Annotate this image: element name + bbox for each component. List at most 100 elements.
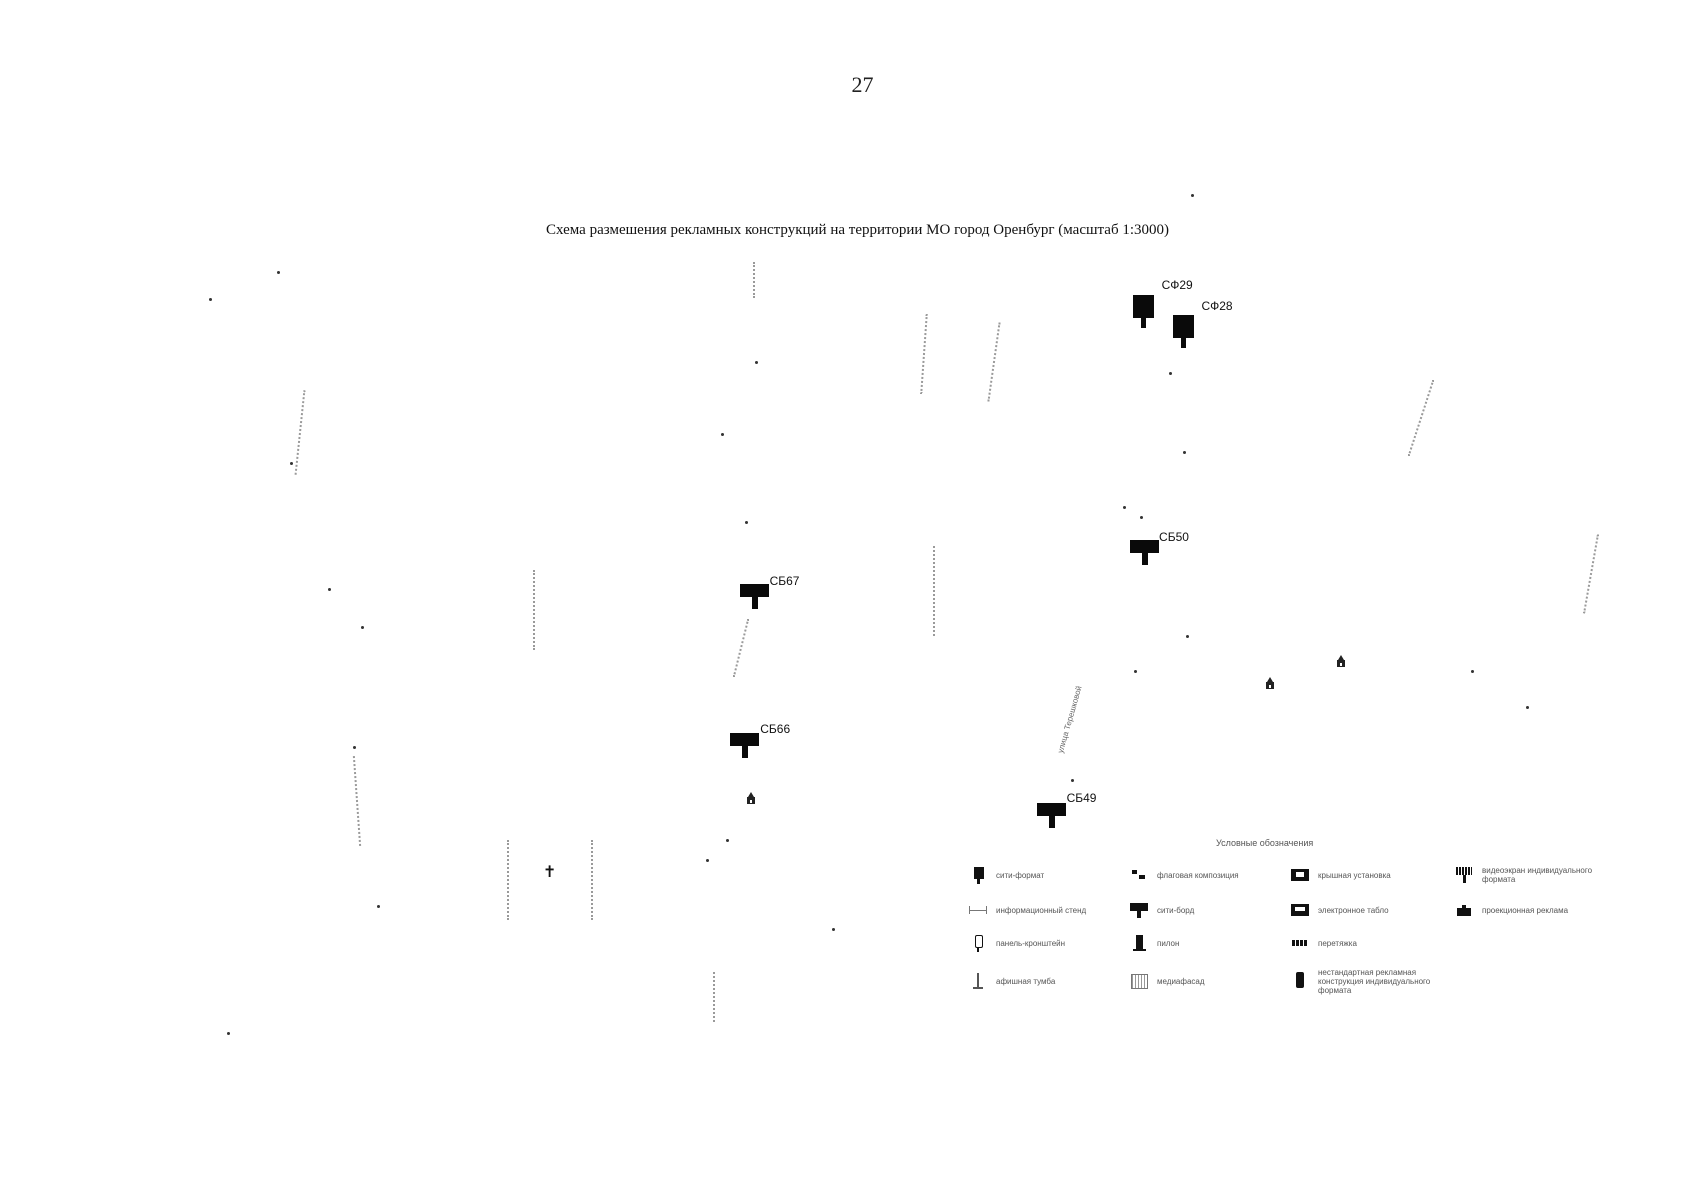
- legend-label: флаговая композиция: [1157, 870, 1239, 880]
- legend-label: нестандартная рекламная конструкция инди…: [1318, 967, 1431, 995]
- map-dot: [1525, 705, 1529, 709]
- marker-label-sf28: СФ28: [1201, 298, 1233, 313]
- map-dot: [1471, 669, 1475, 673]
- marker-label-sb67: СБ67: [769, 573, 800, 588]
- cemetery-boundary: [507, 840, 510, 920]
- legend-label: афишная тумба: [996, 976, 1056, 986]
- street-trace: [933, 546, 936, 636]
- map-dot: [755, 361, 759, 365]
- street-trace: [532, 570, 535, 650]
- city-board-icon: [1129, 900, 1149, 920]
- electronic-board-icon: [1290, 900, 1310, 920]
- marker-post: [1181, 338, 1187, 348]
- map-dot: [376, 904, 380, 908]
- poster-tumba-icon: [968, 971, 988, 991]
- street-trace: [732, 618, 750, 678]
- city-board-icon: [740, 584, 770, 598]
- building-icon: [1265, 676, 1274, 689]
- legend-label: медиафасад: [1157, 976, 1205, 986]
- street-trace: [1583, 534, 1600, 614]
- info-stand-icon: [968, 900, 988, 920]
- street-trace: [753, 261, 756, 298]
- marker-post: [742, 745, 749, 758]
- marker-post: [1140, 318, 1146, 329]
- legend-label: крышная установка: [1318, 870, 1391, 880]
- map-dot: [1182, 451, 1186, 455]
- city-board-icon: [730, 732, 760, 746]
- map-dot: [1169, 372, 1173, 375]
- legend-item: афишная тумба: [968, 958, 1129, 1004]
- marker-post: [1141, 553, 1148, 565]
- legend-item: информационный стенд: [968, 892, 1129, 928]
- legend-item: проекционная реклама: [1454, 892, 1654, 928]
- map-dot: [726, 838, 730, 842]
- city-board-icon: [1036, 802, 1066, 816]
- map-dot: [290, 462, 294, 465]
- map-dot: [361, 626, 365, 630]
- cemetery-boundary: [590, 840, 593, 920]
- street-label: улица Терешковой: [1056, 685, 1084, 755]
- map-dot: [1133, 669, 1137, 673]
- map-dot: [744, 520, 748, 524]
- legend-label: панель-кронштейн: [996, 938, 1066, 948]
- map-dot: [721, 433, 725, 437]
- pylon-icon: [1129, 933, 1149, 953]
- map-dot: [1140, 516, 1144, 519]
- street-trace: [353, 756, 362, 846]
- legend-item: электронное табло: [1290, 892, 1454, 928]
- building-icon: [1337, 655, 1346, 667]
- legend-label: перетяжка: [1318, 938, 1357, 948]
- map-dot: [208, 297, 212, 301]
- map-dot: [276, 271, 280, 275]
- map-dot: [1123, 506, 1127, 510]
- city-format-icon: [1173, 315, 1195, 338]
- legend-item: сити-формат: [968, 858, 1129, 892]
- legend-label: сити-формат: [996, 870, 1045, 880]
- legend-item: сити-борд: [1129, 892, 1290, 928]
- legend-label: электронное табло: [1318, 905, 1389, 915]
- video-screen-icon: [1454, 865, 1474, 885]
- street-trace: [712, 972, 715, 1022]
- legend-item: видеоэкран индивидуального формата: [1454, 858, 1654, 892]
- legend-item: нестандартная рекламная конструкция инди…: [1290, 958, 1454, 1004]
- marker-post: [752, 597, 759, 610]
- street-trace: [1408, 379, 1435, 457]
- map-dot: [1070, 778, 1074, 782]
- legend-item: панель-кронштейн: [968, 928, 1129, 958]
- legend-label: информационный стенд: [996, 905, 1087, 915]
- map-dot: [327, 588, 331, 591]
- city-format-icon: [1132, 295, 1154, 319]
- legend-label: пилон: [1157, 938, 1180, 948]
- legend-item: флаговая композиция: [1129, 858, 1290, 892]
- panel-bracket-icon: [968, 933, 988, 953]
- street-trace: [920, 314, 928, 395]
- marker-label-sf29: СФ29: [1161, 278, 1193, 293]
- street-trace: [987, 321, 1001, 402]
- city-format-icon: [968, 865, 988, 885]
- legend-item: перетяжка: [1290, 928, 1454, 958]
- map-title: Схема размешения рекламных конструкций н…: [546, 222, 1169, 238]
- map-dot: [352, 746, 356, 750]
- marker-post: [1048, 815, 1055, 828]
- page-number: 27: [851, 72, 874, 97]
- legend-label: видеоэкран индивидуального формата: [1482, 866, 1593, 884]
- flag-composition-icon: [1129, 865, 1149, 885]
- projection-icon: [1454, 900, 1474, 920]
- legend: сити-формат флаговая композиция крышная …: [968, 858, 1654, 1004]
- map-dot: [1186, 634, 1190, 638]
- marker-label-sb50: СБ50: [1159, 530, 1189, 545]
- legend-item: пилон: [1129, 928, 1290, 958]
- marker-label-sb49: СБ49: [1066, 790, 1097, 805]
- roof-installation-icon: [1290, 865, 1310, 885]
- legend-label: проекционная реклама: [1482, 905, 1569, 915]
- building-icon: [746, 791, 755, 804]
- cemetery-cross-icon: ✝: [543, 862, 557, 881]
- legend-label: сити-борд: [1157, 905, 1195, 915]
- banner-stretch-icon: [1290, 933, 1310, 953]
- map-dot: [705, 859, 709, 863]
- marker-label-sb66: СБ66: [760, 722, 791, 737]
- legend-item: крышная установка: [1290, 858, 1454, 892]
- map-dot: [227, 1032, 231, 1035]
- city-board-icon: [1129, 540, 1159, 553]
- legend-item: медиафасад: [1129, 958, 1290, 1004]
